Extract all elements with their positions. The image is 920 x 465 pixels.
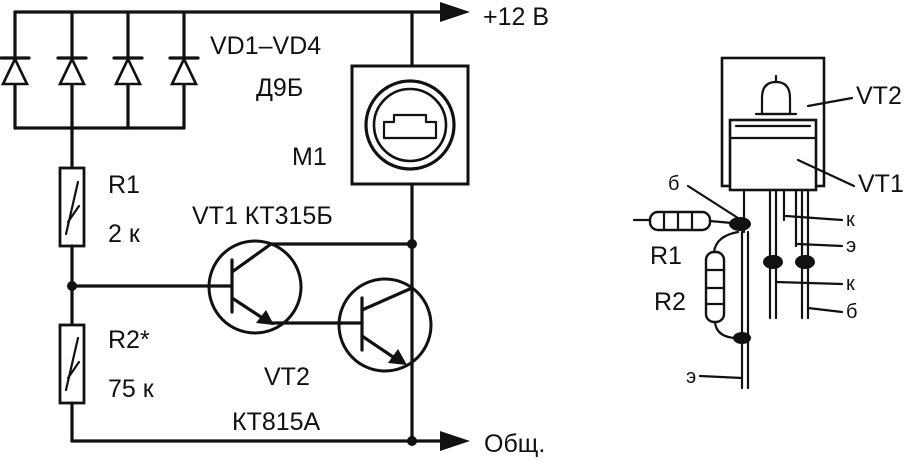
assembly-drawing: VT2 VT1 R1 (632, 56, 904, 390)
motor-name: M1 (292, 143, 327, 171)
assembly-r1 (632, 210, 734, 232)
pin-b-top-label: б (668, 173, 679, 195)
assembly-vt2-label: VT2 (856, 82, 902, 110)
diode-bank (0, 10, 200, 130)
pin-k-top-label: к (846, 209, 855, 231)
resistor-r2 (58, 323, 86, 405)
motor-m1 (350, 64, 470, 186)
assembly-r1-label: R1 (650, 242, 682, 270)
r2-name: R2* (108, 326, 150, 354)
resistor-r1 (58, 166, 86, 248)
solder-vt2-b (795, 255, 815, 269)
pin-b-bottom-label: б (846, 301, 857, 323)
assembly-r2 (704, 230, 740, 340)
schematic: +12 В VD1–VD4 (0, 2, 549, 458)
pin-e-top-label: э (846, 235, 856, 257)
assembly-r2-label: R2 (654, 288, 686, 316)
supply-label: +12 В (483, 3, 549, 31)
diode-vd1 (0, 55, 31, 86)
diodes-name: VD1–VD4 (210, 32, 321, 60)
vt2-name: VT2 (264, 363, 310, 391)
solder-vt2-k (763, 255, 783, 269)
supply-rail (13, 2, 470, 22)
junction-ground (407, 436, 417, 446)
solder-base (729, 217, 751, 231)
pin-k-bottom-label: к (846, 273, 855, 295)
ground-label: Общ. (484, 430, 545, 458)
assembly-vt1-label: VT1 (858, 170, 904, 198)
diode-vd2 (56, 55, 88, 86)
vt2-type: КТ815А (232, 408, 321, 436)
diode-vd4 (168, 55, 200, 86)
r1-name: R1 (108, 171, 140, 199)
vt1-label: VT1 КТ315Б (192, 202, 333, 230)
transistor-vt1 (207, 239, 414, 335)
vt2-legs (768, 188, 810, 320)
r1-value: 2 к (108, 220, 141, 248)
transistor-vt2 (337, 277, 433, 373)
vt1-package (728, 118, 818, 192)
pin-e-bottom-label: э (686, 366, 696, 388)
vt2-mounting-hole (754, 74, 798, 116)
diodes-type: Д9Б (256, 74, 303, 102)
r2-value: 75 к (108, 375, 155, 403)
diode-vd3 (112, 55, 144, 86)
ground-rail (70, 431, 470, 451)
